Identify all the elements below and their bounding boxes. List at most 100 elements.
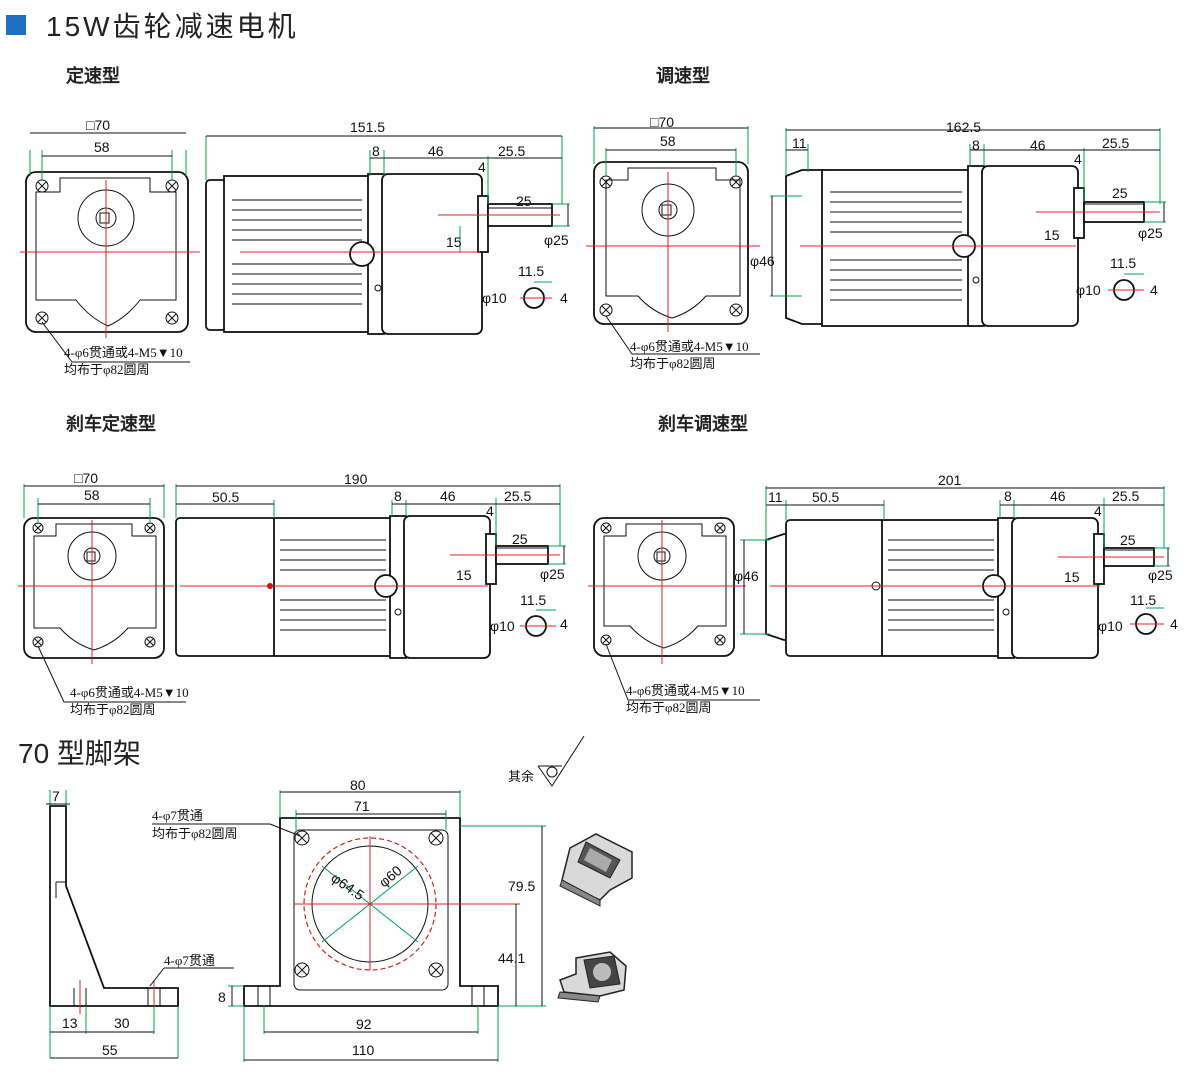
dim-b80: 80	[350, 777, 366, 793]
dim-sq70: □70	[86, 117, 110, 133]
variable-speed-front-view	[586, 126, 760, 355]
mount-hole-icon	[35, 179, 49, 193]
dim-b7: 7	[52, 788, 60, 804]
dim-phi10: φ10	[490, 618, 515, 634]
dim-b110: 110	[352, 1042, 375, 1058]
fixed-speed-side-view	[205, 135, 570, 335]
brake-variable-side-view	[740, 486, 1170, 659]
mount-hole-icon	[144, 636, 156, 648]
shaft-section-icon	[1108, 273, 1144, 301]
section-title-brake-variable: 刹车调速型	[658, 414, 748, 434]
shaft-section-icon	[1130, 607, 1164, 635]
mount-hole-icon	[428, 830, 444, 846]
bracket-3d-image-1	[559, 833, 633, 907]
dim-sq70: □70	[74, 470, 98, 486]
brake-fixed-front-view	[18, 484, 186, 703]
dim-b55: 55	[102, 1042, 118, 1058]
dim-11-5: 11.5	[518, 263, 544, 279]
dim-phi25: φ25	[1148, 567, 1173, 583]
mount-hole-icon	[729, 303, 743, 317]
dim-25-5: 25.5	[498, 143, 525, 159]
dim-11: 11	[768, 489, 783, 505]
section-title-variable-speed: 调速型	[656, 66, 710, 86]
dim-25: 25	[512, 531, 528, 547]
dim-8: 8	[394, 488, 402, 504]
roughness-label: 其余	[508, 769, 534, 784]
dim-11-5: 11.5	[1130, 592, 1156, 608]
section-title-fixed-speed: 定速型	[66, 66, 120, 86]
hole-note-circle: 均布于φ82圆周	[630, 356, 716, 371]
mount-hole-icon	[35, 311, 49, 325]
page-title: 15W齿轮减速电机	[46, 11, 299, 42]
dim-58: 58	[660, 133, 676, 149]
dim-151-5: 151.5	[350, 119, 385, 135]
bracket-side-note: 4-φ7贯通	[164, 953, 215, 968]
header-marker-icon	[6, 15, 26, 35]
dim-15: 15	[1044, 227, 1060, 243]
dim-25: 25	[1120, 532, 1136, 548]
page-header: 15W齿轮减速电机	[6, 8, 299, 42]
dim-b30: 30	[114, 1015, 130, 1031]
dim-4: 4	[1094, 503, 1102, 519]
dim-8: 8	[372, 143, 380, 159]
hole-note-circle: 均布于φ82圆周	[626, 700, 712, 715]
dim-46: 46	[428, 143, 444, 159]
dim-b8: 8	[218, 989, 226, 1005]
bracket-front-view	[152, 790, 546, 1062]
dim-phi10: φ10	[1098, 618, 1123, 634]
bracket-hole-note-circle: 均布于φ82圆周	[152, 826, 238, 841]
brake-variable-front-view	[588, 517, 760, 701]
dim-11-5: 11.5	[520, 592, 546, 608]
dim-4: 4	[486, 503, 494, 519]
bracket-3d-image-2	[557, 951, 627, 1003]
hole-note: 4-φ6贯通或4-M5▼10	[64, 345, 183, 360]
dim-25-5: 25.5	[1112, 488, 1139, 504]
dim-11-5: 11.5	[1110, 255, 1136, 271]
hole-note: 4-φ6贯通或4-M5▼10	[70, 685, 189, 700]
mount-hole-icon	[714, 522, 726, 534]
bracket-side-view	[46, 790, 234, 1059]
dim-key-4: 4	[560, 616, 568, 632]
bracket-section-title: 70 型脚架	[18, 738, 141, 769]
dim-46: 46	[440, 488, 456, 504]
dim-key-4: 4	[1170, 616, 1178, 632]
dim-8: 8	[972, 137, 980, 153]
dim-key-4: 4	[560, 290, 568, 306]
variable-speed-side-view	[770, 128, 1166, 327]
hole-note: 4-φ6贯通或4-M5▼10	[626, 683, 745, 698]
mount-hole-icon	[428, 962, 444, 978]
hole-note-circle: 均布于φ82圆周	[70, 702, 156, 717]
dim-58: 58	[94, 139, 110, 155]
dim-46: 46	[1050, 488, 1066, 504]
dim-b79-5: 79.5	[508, 878, 535, 894]
surface-roughness-icon	[537, 735, 585, 787]
dim-15: 15	[456, 567, 472, 583]
dim-phi25: φ25	[1138, 225, 1163, 241]
dim-phi10: φ10	[482, 290, 507, 306]
dim-50-5: 50.5	[212, 489, 239, 505]
mount-hole-icon	[165, 311, 179, 325]
dim-11: 11	[792, 135, 807, 151]
dim-4: 4	[1074, 151, 1082, 167]
dim-phi46: φ46	[734, 568, 759, 584]
dim-58: 58	[84, 487, 100, 503]
mount-hole-icon	[294, 962, 310, 978]
dim-25-5: 25.5	[1102, 135, 1129, 151]
dim-b92: 92	[356, 1016, 372, 1032]
dim-b71: 71	[354, 798, 370, 814]
dim-b44-1: 44.1	[498, 950, 525, 966]
dim-201: 201	[938, 472, 962, 488]
mount-hole-icon	[600, 522, 612, 534]
mount-hole-icon	[294, 830, 310, 846]
section-title-brake-fixed: 刹车定速型	[66, 414, 156, 434]
dim-8: 8	[1004, 488, 1012, 504]
dim-phi46: φ46	[750, 253, 775, 269]
dim-key-4: 4	[1150, 282, 1158, 298]
shaft-section-icon	[520, 281, 552, 309]
dim-50-5: 50.5	[812, 489, 839, 505]
mount-hole-icon	[714, 634, 726, 646]
dim-25: 25	[1112, 185, 1128, 201]
fixed-speed-front-view	[20, 132, 200, 363]
hole-note-circle: 均布于φ82圆周	[64, 362, 150, 377]
